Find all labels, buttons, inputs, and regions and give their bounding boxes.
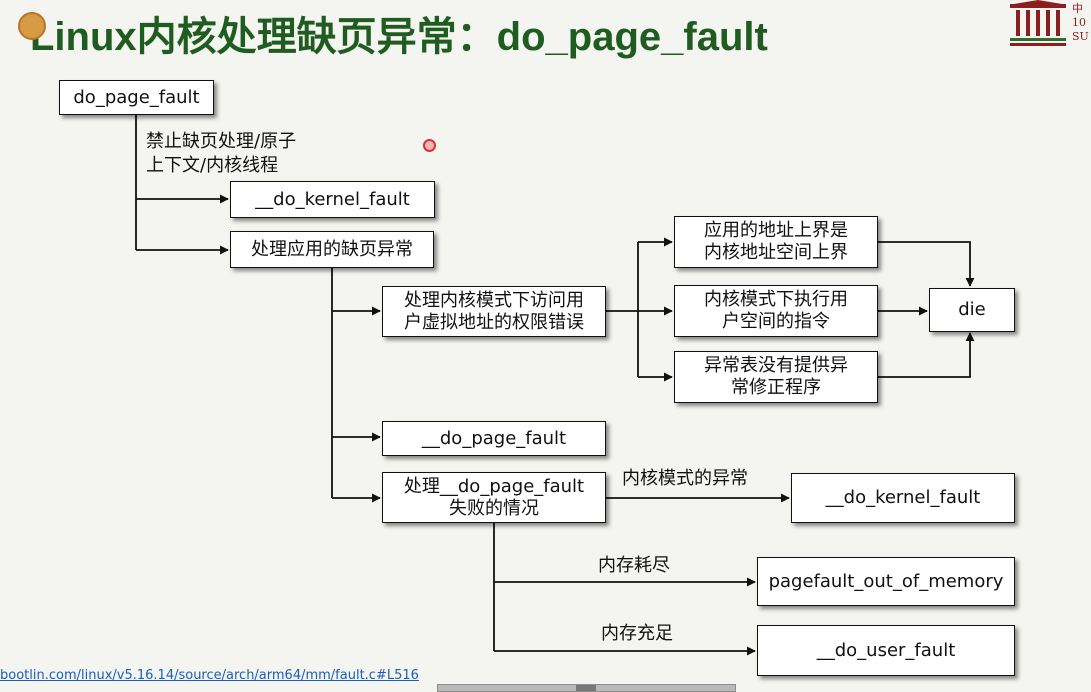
- edge-perm-trunk: [606, 242, 639, 377]
- edge-no-fixup-to-die: [878, 332, 975, 378]
- title-text: Linux内核处理缺页异常：do_page_fault: [30, 15, 768, 59]
- node-do-page-fault-root: do_page_fault: [59, 80, 214, 115]
- node-pagefault-out-of-memory: pagefault_out_of_memory: [757, 557, 1015, 606]
- source-link[interactable]: bootlin.com/linux/v5.16.14/source/arch/a…: [0, 668, 419, 683]
- progress-knob[interactable]: [576, 685, 596, 691]
- node-do-page-fault-inner: __do_page_fault: [382, 421, 606, 456]
- node-kernel-access-user-perm: 处理内核模式下访问用 户虚拟地址的权限错误: [382, 286, 606, 337]
- page-title: Linux内核处理缺页异常：do_page_fault: [18, 4, 768, 62]
- node-app-addr-upper: 应用的地址上界是 内核地址空间上界: [674, 216, 878, 268]
- edge-label-disable-2: 上下文/内核线程: [146, 155, 279, 176]
- edge-label-out-of-memory: 内存耗尽: [598, 555, 670, 576]
- node-no-fixup: 异常表没有提供异 常修正程序: [674, 351, 878, 403]
- video-progress-bar[interactable]: [437, 684, 736, 692]
- node-do-kernel-fault-2: __do_kernel_fault: [791, 473, 1015, 523]
- node-do-user-fault: __do_user_fault: [757, 625, 1015, 676]
- logo-text: 中 10 SU: [1072, 2, 1089, 43]
- edge-addr-upper-to-die: [878, 241, 975, 287]
- node-handle-failure: 处理__do_page_fault 失败的情况: [382, 472, 606, 523]
- pointer-cursor-icon: [423, 139, 436, 152]
- node-do-kernel-fault-1: __do_kernel_fault: [230, 181, 435, 218]
- edge-label-enough-memory: 内存充足: [601, 623, 673, 644]
- title-bullet-icon: [18, 12, 46, 40]
- edge-label-kernel-mode-exception: 内核模式的异常: [622, 468, 748, 489]
- node-die: die: [929, 288, 1015, 332]
- node-handle-user-fault: 处理应用的缺页异常: [230, 231, 434, 268]
- university-logo: [1010, 0, 1066, 46]
- node-kernel-exec-user: 内核模式下执行用 户空间的指令: [674, 285, 878, 337]
- edge-label-disable-1: 禁止缺页处理/原子: [146, 131, 297, 152]
